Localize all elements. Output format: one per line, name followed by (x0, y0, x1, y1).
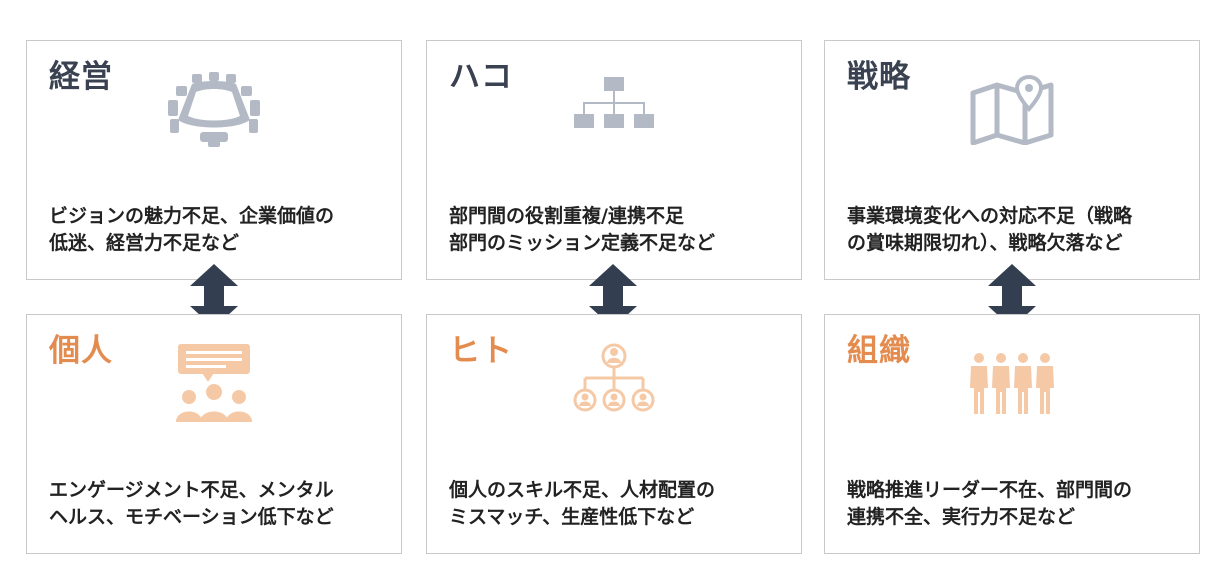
card-description: 部門間の役割重複/連携不足 部門のミッション定義不足など (449, 203, 787, 257)
card-description: 個人のスキル不足、人材配置の ミスマッチ、生産性低下など (449, 477, 787, 531)
description-line: 連携不全、実行力不足など (847, 506, 1076, 528)
description-line: エンゲージメント不足、メンタル (49, 479, 334, 501)
description-line: 部門のミッション定義不足など (449, 232, 716, 254)
card-soshiki: 組織 戦略推進リーダー不在、部門間の 連携不全、実行力不足など (824, 314, 1200, 554)
description-line: 個人のスキル不足、人材配置の (449, 479, 716, 501)
description-line: の賞味期限切れ）、戦略欠落など (847, 232, 1123, 254)
card-description: ビジョンの魅力不足、企業価値の 低迷、経営力不足など (49, 203, 387, 257)
card-hito: ヒト (426, 314, 802, 554)
description-line: 戦略推進リーダー不在、部門間の (847, 479, 1133, 501)
people-hierarchy-icon (427, 343, 801, 423)
card-title: ヒト (449, 333, 513, 369)
meeting-table-icon (27, 71, 401, 149)
double-arrow-icon (589, 264, 637, 328)
card-description: エンゲージメント不足、メンタル ヘルス、モチベーション低下など (49, 477, 387, 531)
description-line: 低迷、経営力不足など (49, 232, 240, 254)
description-line: ミスマッチ、生産性低下など (449, 506, 695, 528)
double-arrow-icon (988, 264, 1036, 328)
map-pin-icon (825, 71, 1199, 149)
card-title: 個人 (49, 333, 113, 369)
card-title: 組織 (847, 333, 911, 369)
description-line: 部門間の役割重複/連携不足 (449, 205, 684, 227)
card-title: 戦略 (847, 59, 911, 95)
card-keiei: 経営 ビジョンの魅力不足 (26, 40, 402, 280)
description-line: ビジョンの魅力不足、企業価値の (49, 205, 335, 227)
team-people-icon (825, 345, 1199, 423)
card-kojin: 個人 エンゲージメント不足、メンタル ヘルス、モチベーション低下など (26, 314, 402, 554)
card-description: 事業環境変化への対応不足（戦略 の賞味期限切れ）、戦略欠落など (847, 203, 1185, 257)
double-arrow-icon (190, 264, 238, 328)
org-chart-icon (427, 71, 801, 149)
description-line: 事業環境変化への対応不足（戦略 (847, 205, 1133, 227)
card-title: ハコ (449, 59, 513, 95)
description-line: ヘルス、モチベーション低下など (49, 506, 334, 528)
group-chat-icon (27, 344, 401, 423)
card-hako: ハコ 部門間の役割重複/連携不足 部門のミッション定義不足など (426, 40, 802, 280)
card-title: 経営 (49, 59, 113, 95)
card-description: 戦略推進リーダー不在、部門間の 連携不全、実行力不足など (847, 477, 1185, 531)
card-senryaku: 戦略 事業環境変化への対応不足（戦略 の賞味期限切れ）、戦略欠落など (824, 40, 1200, 280)
